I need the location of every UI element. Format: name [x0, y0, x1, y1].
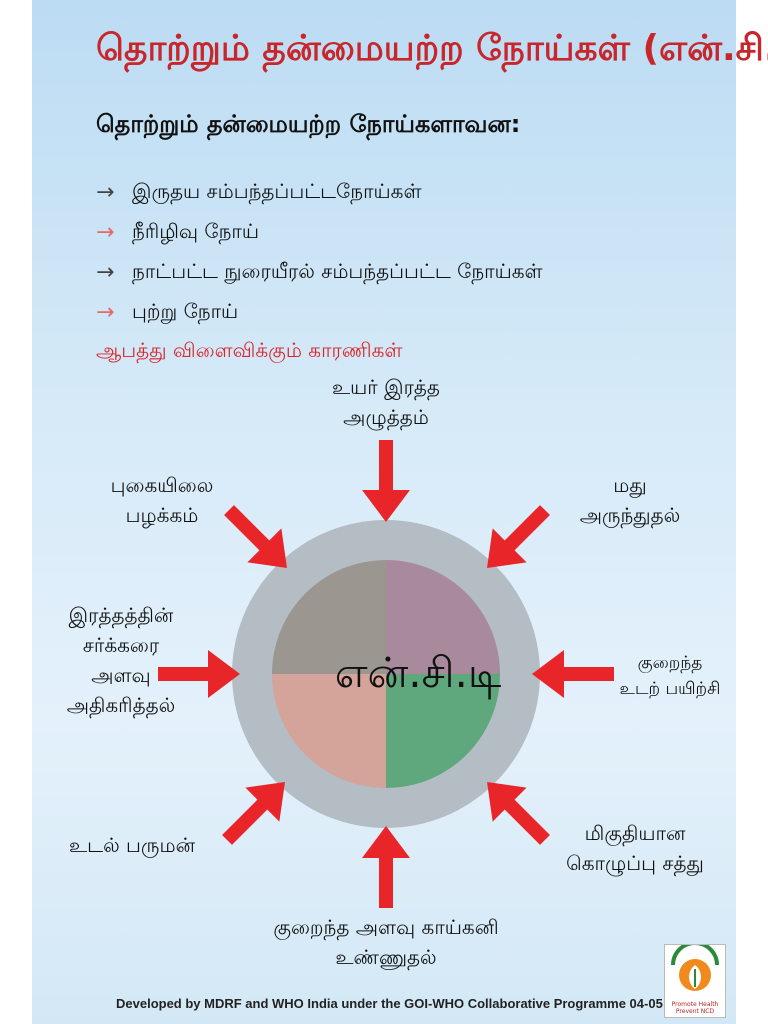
logo-emblem — [671, 941, 719, 991]
risk-factors-heading: ஆபத்து விளைவிக்கும் காரணிகள் — [96, 338, 403, 362]
disease-item-label: இருதய சம்பந்தப்பட்டநோய்கள் — [132, 178, 422, 203]
footer-credit: Developed by MDRF and WHO India under th… — [116, 996, 663, 1011]
arrow-bottom-icon — [362, 826, 410, 908]
factor-high-fat-intake: மிகுதியான கொழுப்பு சத்து — [540, 818, 730, 878]
disease-item-label: நாட்பட்ட நுரையீரல் சம்பந்தப்பட்ட நோய்கள் — [132, 258, 543, 283]
disease-item-label: புற்று நோய் — [132, 298, 239, 323]
factor-line: சர்க்கரை — [82, 633, 160, 657]
quadrant-bottom-left — [272, 674, 386, 788]
quadrant-top-right — [386, 560, 500, 674]
factor-line: புகையிலை — [110, 473, 214, 497]
logo-line: Prevent NCD — [675, 1008, 715, 1015]
factor-high-blood-sugar: இரத்தத்தின் சர்க்கரை அளவு அதிகரித்தல் — [36, 600, 206, 720]
factor-line: அதிகரித்தல் — [66, 693, 176, 717]
factor-line: கொழுப்பு சத்து — [566, 851, 704, 875]
factor-line: குறைந்த — [637, 653, 703, 673]
factor-high-blood-pressure: உயர் இரத்த அழுத்தம் — [266, 372, 506, 432]
factor-line: உடல் பருமன் — [69, 833, 195, 857]
factor-tobacco-use: புகையிலை பழக்கம் — [72, 470, 252, 530]
arrow-top-icon — [362, 440, 410, 522]
factor-line: மிகுதியான — [584, 821, 686, 845]
list-item: → நாட்பட்ட நுரையீரல் சம்பந்தப்பட்ட நோய்க… — [96, 252, 543, 292]
ncd-center-label: என்.சி.டி — [334, 648, 502, 697]
logo-line: Promote Health — [671, 1001, 719, 1008]
factor-alcohol-consumption: மது அருந்துதல் — [550, 470, 710, 530]
list-item: → இருதய சம்பந்தப்பட்டநோய்கள் — [96, 172, 543, 212]
arrow-right-icon: → — [96, 259, 115, 285]
factor-low-physical-activity: குறைந்த உடற் பயிற்சி — [610, 650, 730, 702]
factor-line: அளவு — [91, 663, 151, 687]
factor-line: மது — [613, 473, 647, 497]
list-heading: தொற்றும் தன்மையற்ற நோய்களாவன: — [96, 110, 521, 138]
factor-line: இரத்தத்தின் — [68, 603, 174, 627]
arrow-right-icon: → — [96, 299, 115, 325]
list-item: → புற்று நோய் — [96, 292, 543, 332]
factor-line: உயர் இரத்த — [332, 375, 440, 399]
factor-line: பழக்கம் — [125, 503, 199, 527]
poster-background: தொற்றும் தன்மையற்ற நோய்கள் (என்.சி.டி தொ… — [32, 0, 768, 1024]
quadrant-bottom-right — [386, 674, 500, 788]
quadrant-top-left — [272, 560, 386, 674]
list-item: → நீரிழிவு நோய் — [96, 212, 543, 252]
factor-low-vegetable-intake: குறைந்த அளவு காய்கனி உண்ணுதல் — [216, 912, 556, 972]
arrow-right-icon: → — [96, 179, 115, 205]
logo-caption: Promote Health Prevent NCD — [665, 1001, 725, 1015]
disease-list: → இருதய சம்பந்தப்பட்டநோய்கள் → நீரிழிவு … — [96, 172, 543, 332]
arrow-right-icon: → — [96, 219, 115, 245]
poster-title: தொற்றும் தன்மையற்ற நோய்கள் (என்.சி.டி — [96, 28, 768, 69]
factor-line: அருந்துதல் — [579, 503, 681, 527]
factor-line: உடற் பயிற்சி — [619, 679, 721, 699]
factor-obesity: உடல் பருமன் — [42, 830, 222, 860]
factor-line: குறைந்த அளவு காய்கனி — [273, 915, 499, 939]
factor-line: உண்ணுதல் — [335, 945, 437, 969]
ncd-diagram — [158, 440, 614, 908]
factor-line: அழுத்தம் — [343, 405, 429, 429]
ncd-network-logo-icon: Promote Health Prevent NCD — [664, 941, 726, 1018]
arrow-right-icon — [532, 650, 614, 698]
disease-item-label: நீரிழிவு நோய் — [132, 218, 260, 243]
